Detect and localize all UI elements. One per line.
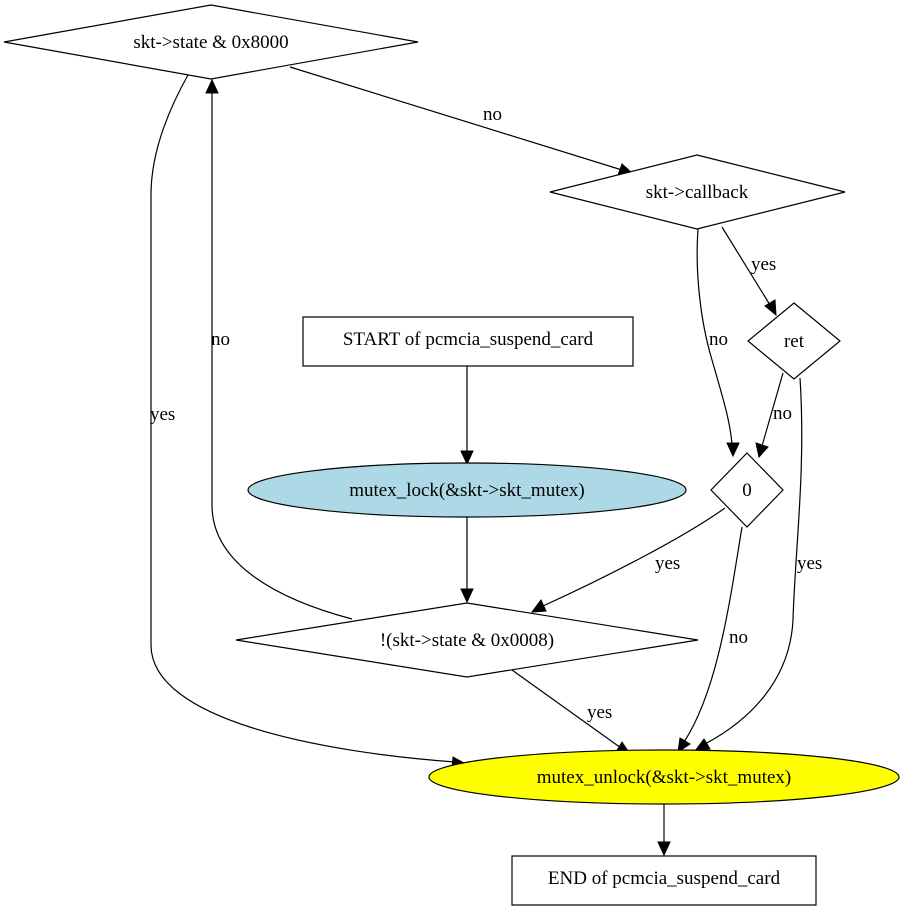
edge-label-callback-yes: yes (751, 254, 776, 275)
decision-diamond (747, 302, 841, 380)
edge-callback-to-ret (721, 226, 771, 306)
edge-0008-to-unlock (511, 669, 622, 749)
node-end: END of pcmcia_suspend_card (511, 855, 817, 906)
edge-0008-to-8000 (211, 92, 353, 620)
node-label-callback: skt->callback (646, 182, 749, 203)
edge-label-zero-no: no (729, 627, 748, 648)
arrowhead-zero-to-unlock (677, 737, 691, 754)
edge-callback-to-zero (696, 228, 733, 445)
node-ret: ret (747, 302, 841, 380)
node-check-state-0008: !(skt->state & 0x0008) (235, 602, 699, 678)
arrowhead-start-to-lock (460, 450, 474, 466)
edge-label-zero-yes: yes (655, 553, 680, 574)
node-callback: skt->callback (549, 154, 846, 230)
decision-diamond (549, 154, 846, 230)
edge-label-ret-no: no (773, 403, 792, 424)
arrowhead-lock-to-0008 (460, 588, 474, 604)
node-label-end: END of pcmcia_suspend_card (548, 868, 781, 889)
node-start: START of pcmcia_suspend_card (302, 316, 634, 367)
arrowhead-callback-to-ret (764, 299, 777, 317)
edge-label-0008-no: no (211, 329, 230, 350)
edge-zero-to-unlock (683, 526, 743, 743)
edge-ret-to-zero (761, 372, 784, 447)
edge-8000-to-unlock (150, 74, 456, 763)
edge-8000-to-callback (289, 66, 623, 171)
unlock-ellipse (428, 749, 900, 805)
arrowhead-ret-to-zero (755, 442, 769, 459)
edge-label-0008-yes: yes (587, 702, 612, 723)
edge-label-8000-no: no (483, 104, 502, 125)
edge-ret-to-unlock (704, 377, 803, 745)
node-label-mutex-unlock: mutex_unlock(&skt->skt_mutex) (537, 767, 792, 788)
node-label-check-state-0008: !(skt->state & 0x0008) (380, 630, 554, 651)
lock-ellipse (247, 462, 687, 518)
node-label-mutex-lock: mutex_lock(&skt->skt_mutex) (349, 480, 585, 501)
node-zero: 0 (710, 452, 784, 528)
decision-diamond (710, 452, 784, 528)
arrowhead-callback-to-zero (726, 442, 740, 458)
node-label-zero: 0 (742, 480, 752, 501)
edge-label-8000-yes: yes (150, 404, 175, 425)
process-box (302, 316, 634, 367)
edge-zero-to-0008 (542, 507, 726, 607)
node-check-state-8000: skt->state & 0x8000 (3, 4, 419, 80)
decision-diamond (235, 602, 699, 678)
node-label-check-state-8000: skt->state & 0x8000 (133, 32, 288, 53)
arrowhead-unlock-to-end (657, 841, 671, 857)
node-mutex-lock: mutex_lock(&skt->skt_mutex) (247, 462, 687, 518)
edge-label-ret-yes: yes (797, 553, 822, 574)
node-label-start: START of pcmcia_suspend_card (343, 329, 594, 350)
edge-label-callback-no: no (709, 329, 728, 350)
node-label-ret: ret (784, 331, 805, 352)
node-mutex-unlock: mutex_unlock(&skt->skt_mutex) (428, 749, 900, 805)
arrowhead-0008-to-8000 (205, 78, 219, 94)
arrowhead-ret-to-unlock (693, 738, 711, 752)
arrowhead-zero-to-0008 (530, 599, 547, 613)
decision-diamond (3, 4, 419, 80)
process-box (511, 855, 817, 906)
